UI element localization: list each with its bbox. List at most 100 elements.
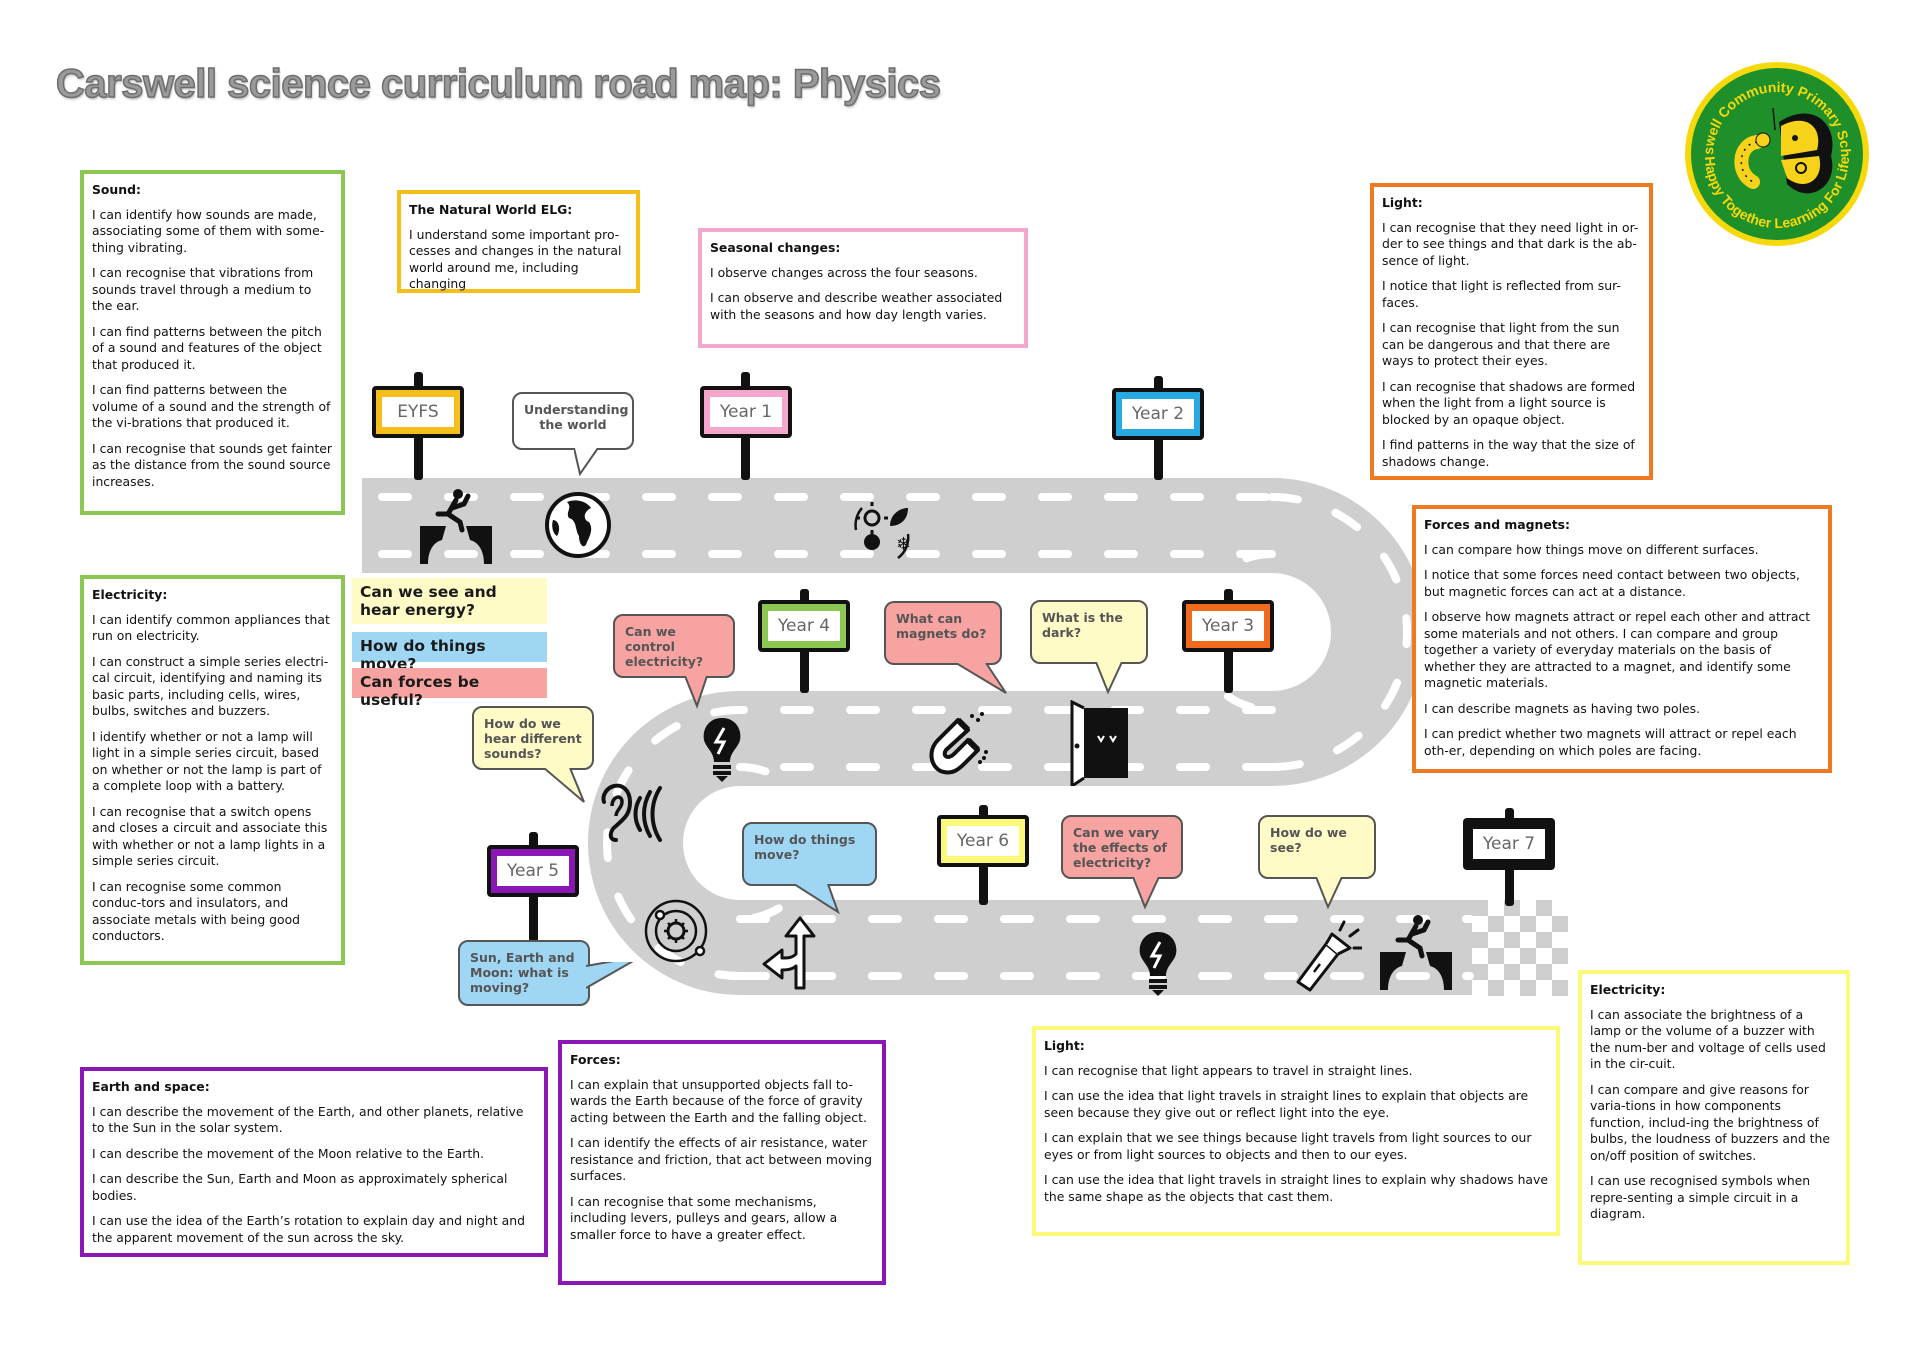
finish-square <box>1520 916 1536 932</box>
sign-label: Year 3 <box>1192 611 1264 641</box>
finish-square <box>1472 964 1488 980</box>
finish-square <box>1552 900 1568 916</box>
bubble-vary-electricity: Can we vary the effects of electricity? <box>1061 815 1183 910</box>
box-item: I can associate the brightness of a lamp… <box>1590 1006 1826 1072</box>
box-item: I can recognise that some mechanisms, in… <box>570 1193 838 1242</box>
box-heading: Light: <box>1382 195 1423 210</box>
box-item: I can recognise that light from the sun … <box>1382 320 1620 368</box>
light-year3-box: Light: I can recognise that they need li… <box>1370 183 1653 480</box>
bubble-things-move: How do things move? <box>742 822 877 915</box>
finish-square <box>1536 900 1552 916</box>
box-item: I can recognise that light appears to tr… <box>1044 1062 1413 1078</box>
natural-world-box: The Natural World ELG: I understand some… <box>397 190 640 293</box>
bubble-what-is-dark: What is the dark? <box>1030 600 1148 695</box>
bubble-text: Can we vary the effects of electricity? <box>1073 825 1167 870</box>
finish-square <box>1552 916 1568 932</box>
legend-item-things-move: How do things move? <box>352 632 547 673</box>
box-item: I find patterns in the way that the size… <box>1382 437 1635 469</box>
page-title: Carswell science curriculum road map: Ph… <box>55 61 942 107</box>
finish-square <box>1504 948 1520 964</box>
bubble-text: What can magnets do? <box>896 611 987 641</box>
box-item: I can construct a simple series electri-… <box>92 653 329 719</box>
finish-square <box>1552 932 1568 948</box>
box-item: I can identify how sounds are made, asso… <box>92 206 325 255</box>
lane-dashes <box>378 493 1474 980</box>
sign-year-4: Year 4 <box>758 600 850 652</box>
finish-square <box>1472 900 1488 916</box>
box-heading: The Natural World ELG: <box>409 202 573 217</box>
box-item: I can describe the Sun, Earth and Moon a… <box>92 1171 508 1203</box>
box-item: I can describe the movement of the Earth… <box>92 1103 524 1136</box>
sign-label: Year 6 <box>947 826 1019 856</box>
box-item: I can recognise that shadows are formed … <box>1382 378 1636 427</box>
bubble-text: How do we hear different sounds? <box>484 716 582 761</box>
road-bottom <box>740 900 1472 995</box>
finish-square <box>1552 948 1568 964</box>
forces-magnets-box: Forces and magnets: I can compare how th… <box>1412 505 1832 773</box>
box-item: I can recognise that a switch opens and … <box>92 803 328 869</box>
finish-square <box>1536 932 1552 948</box>
bubble-text: Understanding the world <box>524 402 629 432</box>
box-item: I can recognise that vibrations from sou… <box>92 265 314 313</box>
box-item: I can use the idea that light travels in… <box>1044 1172 1548 1204</box>
sign-year-3: Year 3 <box>1182 600 1274 652</box>
sign-label: Year 5 <box>497 856 569 886</box>
finish-square <box>1536 964 1552 980</box>
finish-square <box>1536 916 1552 932</box>
bubble-how-we-see: How do we see? <box>1258 815 1376 910</box>
bubble-control-electricity: Can we control electricity? <box>613 614 735 709</box>
sign-year-6: Year 6 <box>937 815 1029 867</box>
ear-sound-icon <box>600 780 676 846</box>
forces-year5-box: Forces: I can explain that unsupported o… <box>558 1040 886 1285</box>
caterpillar-butterfly-icon <box>1734 107 1833 194</box>
light-year6-box: Light: I can recognise that light appear… <box>1032 1026 1560 1236</box>
finish-checkered <box>1472 900 1568 996</box>
finish-square <box>1520 932 1536 948</box>
box-item: I understand some important pro-cesses a… <box>409 226 622 292</box>
box-heading: Earth and space: <box>92 1079 210 1094</box>
torch-icon <box>1292 920 1362 994</box>
finish-square <box>1536 980 1552 996</box>
finish-square <box>1488 916 1504 932</box>
lightbulb-icon <box>1136 930 1180 996</box>
sign-label: Year 1 <box>710 397 782 427</box>
box-heading: Electricity: <box>1590 982 1666 997</box>
box-item: I can explain that we see things because… <box>1044 1130 1532 1162</box>
lightbulb-icon <box>700 716 744 782</box>
sign-year-2: Year 2 <box>1112 388 1204 440</box>
box-heading: Forces: <box>570 1052 621 1067</box>
box-item: I observe how magnets attract or repel e… <box>1424 609 1811 690</box>
bubble-understanding-world: Understanding the world <box>512 392 634 477</box>
box-item: I can describe magnets as having two pol… <box>1424 700 1701 716</box>
road-middle <box>740 691 1272 786</box>
box-item: I can identify common appliances that ru… <box>92 611 330 644</box>
globe-icon <box>543 490 613 560</box>
finish-square <box>1520 900 1536 916</box>
legend-item-forces-useful: Can forces be useful? <box>352 668 547 709</box>
finish-square <box>1472 980 1488 996</box>
bubble-text: Can we control electricity? <box>625 624 704 669</box>
sign-year-5: Year 5 <box>487 845 579 897</box>
earth-space-box: Earth and space: I can describe the move… <box>80 1067 548 1257</box>
box-item: I can find patterns between the volume o… <box>92 382 331 430</box>
box-item: I can recognise that sounds get fainter … <box>92 440 333 489</box>
sign-year-7: Year 7 <box>1463 818 1555 870</box>
box-item: I can compare how things move on differe… <box>1424 541 1759 557</box>
finish-square <box>1520 980 1536 996</box>
road-left-curve <box>588 691 740 995</box>
sign-eyfs: EYFS <box>372 386 464 438</box>
sign-label: Year 2 <box>1122 399 1194 429</box>
finish-square <box>1520 948 1536 964</box>
bubble-text: What is the dark? <box>1042 610 1123 640</box>
box-heading: Sound: <box>92 182 141 197</box>
finish-square <box>1472 932 1488 948</box>
bubble-text: Sun, Earth and Moon: what is moving? <box>470 950 575 995</box>
sign-label: Year 7 <box>1473 829 1545 859</box>
finish-square <box>1504 932 1520 948</box>
magnet-icon <box>912 708 990 784</box>
box-item: I can use the idea of the Earth’s rotati… <box>92 1213 525 1245</box>
bubble-text: How do we see? <box>1270 825 1347 855</box>
sign-year-1: Year 1 <box>700 386 792 438</box>
box-item: I can use recognised symbols when repre-… <box>1590 1173 1811 1221</box>
